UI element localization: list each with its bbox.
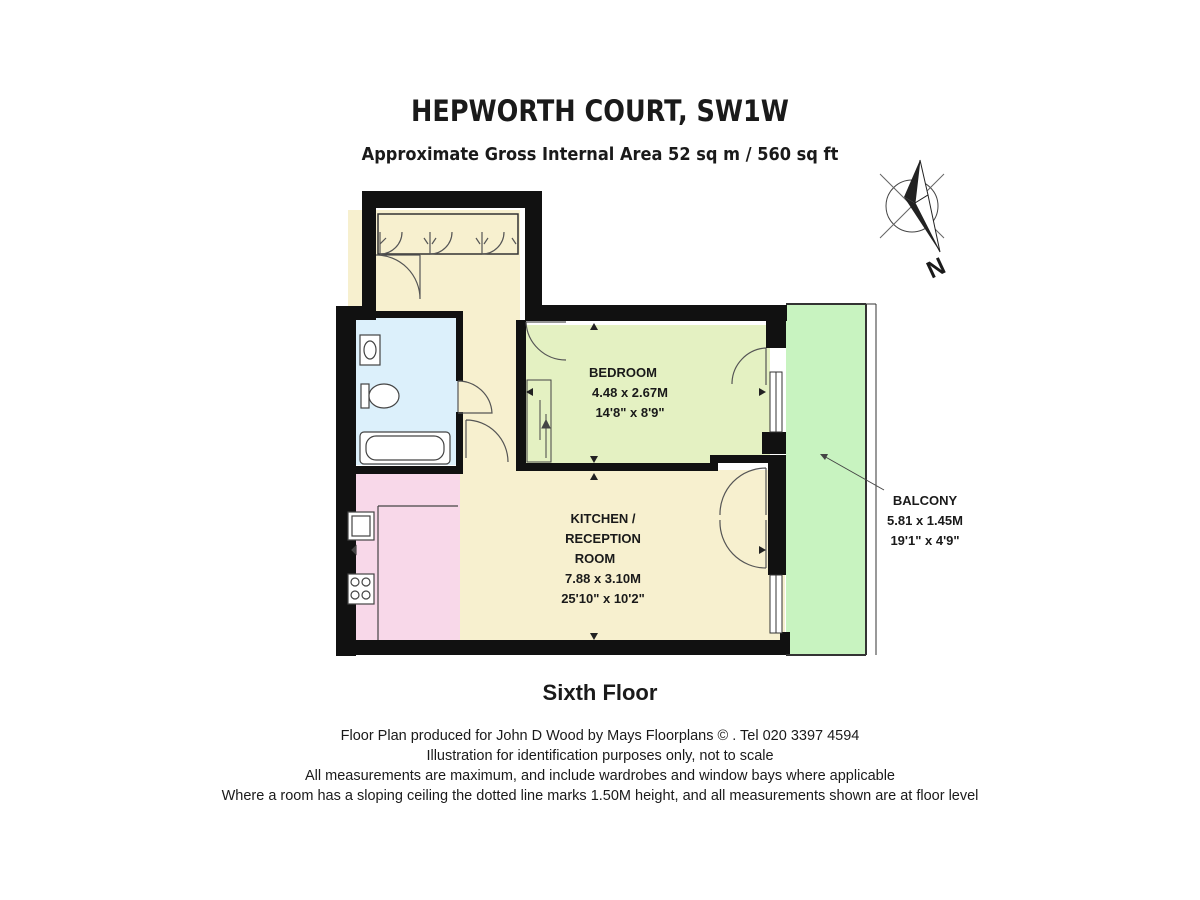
kitchen-name-line3: ROOM	[575, 551, 615, 566]
door-swings	[375, 231, 767, 569]
kitchen-metric: 7.88 x 3.10M	[565, 571, 641, 586]
dimension-markers	[526, 323, 766, 640]
bathroom-fixtures	[359, 334, 451, 465]
walls	[336, 191, 790, 656]
kitchen-name-line2: RECEPTION	[565, 531, 641, 546]
bedroom-metric: 4.48 x 2.67M	[592, 385, 668, 400]
wardrobe-cupboards	[377, 213, 519, 255]
kitchen-area-fill	[345, 474, 460, 646]
note-line: Where a room has a sloping ceiling the d…	[221, 788, 979, 804]
balcony-metric: 5.81 x 1.45M	[887, 513, 963, 528]
bedroom-fill	[526, 325, 770, 463]
bedroom-wardrobe	[526, 379, 552, 463]
page-title: HEPWORTH COURT, SW1W	[411, 94, 789, 128]
balcony-imperial: 19'1" x 4'9"	[890, 533, 959, 548]
note-line: Floor Plan produced for John D Wood by M…	[340, 728, 860, 744]
floor-label: Sixth Floor	[542, 680, 658, 705]
area-subtitle: Approximate Gross Internal Area 52 sq m …	[361, 144, 839, 165]
bedroom-name: BEDROOM	[589, 365, 657, 380]
window-bedroom	[769, 371, 783, 433]
balcony-name: BALCONY	[893, 493, 958, 508]
note-line: All measurements are maximum, and includ…	[305, 768, 895, 784]
kitchen-fixtures	[347, 505, 458, 640]
balcony-leader	[821, 454, 885, 491]
kitchen-imperial: 25'10" x 10'2"	[561, 591, 645, 606]
balcony-fill	[786, 304, 866, 654]
note-line: Illustration for identification purposes…	[426, 748, 774, 764]
hall-lower-fill	[458, 320, 520, 470]
bedroom-imperial: 14'8" x 8'9"	[595, 405, 664, 420]
compass-icon	[879, 159, 945, 253]
compass-north-label: N	[923, 253, 950, 285]
kitchen-name-line1: KITCHEN /	[571, 511, 636, 526]
disclaimer-notes: Floor Plan produced for John D Wood by M…	[0, 726, 1200, 806]
window-reception	[769, 574, 783, 634]
